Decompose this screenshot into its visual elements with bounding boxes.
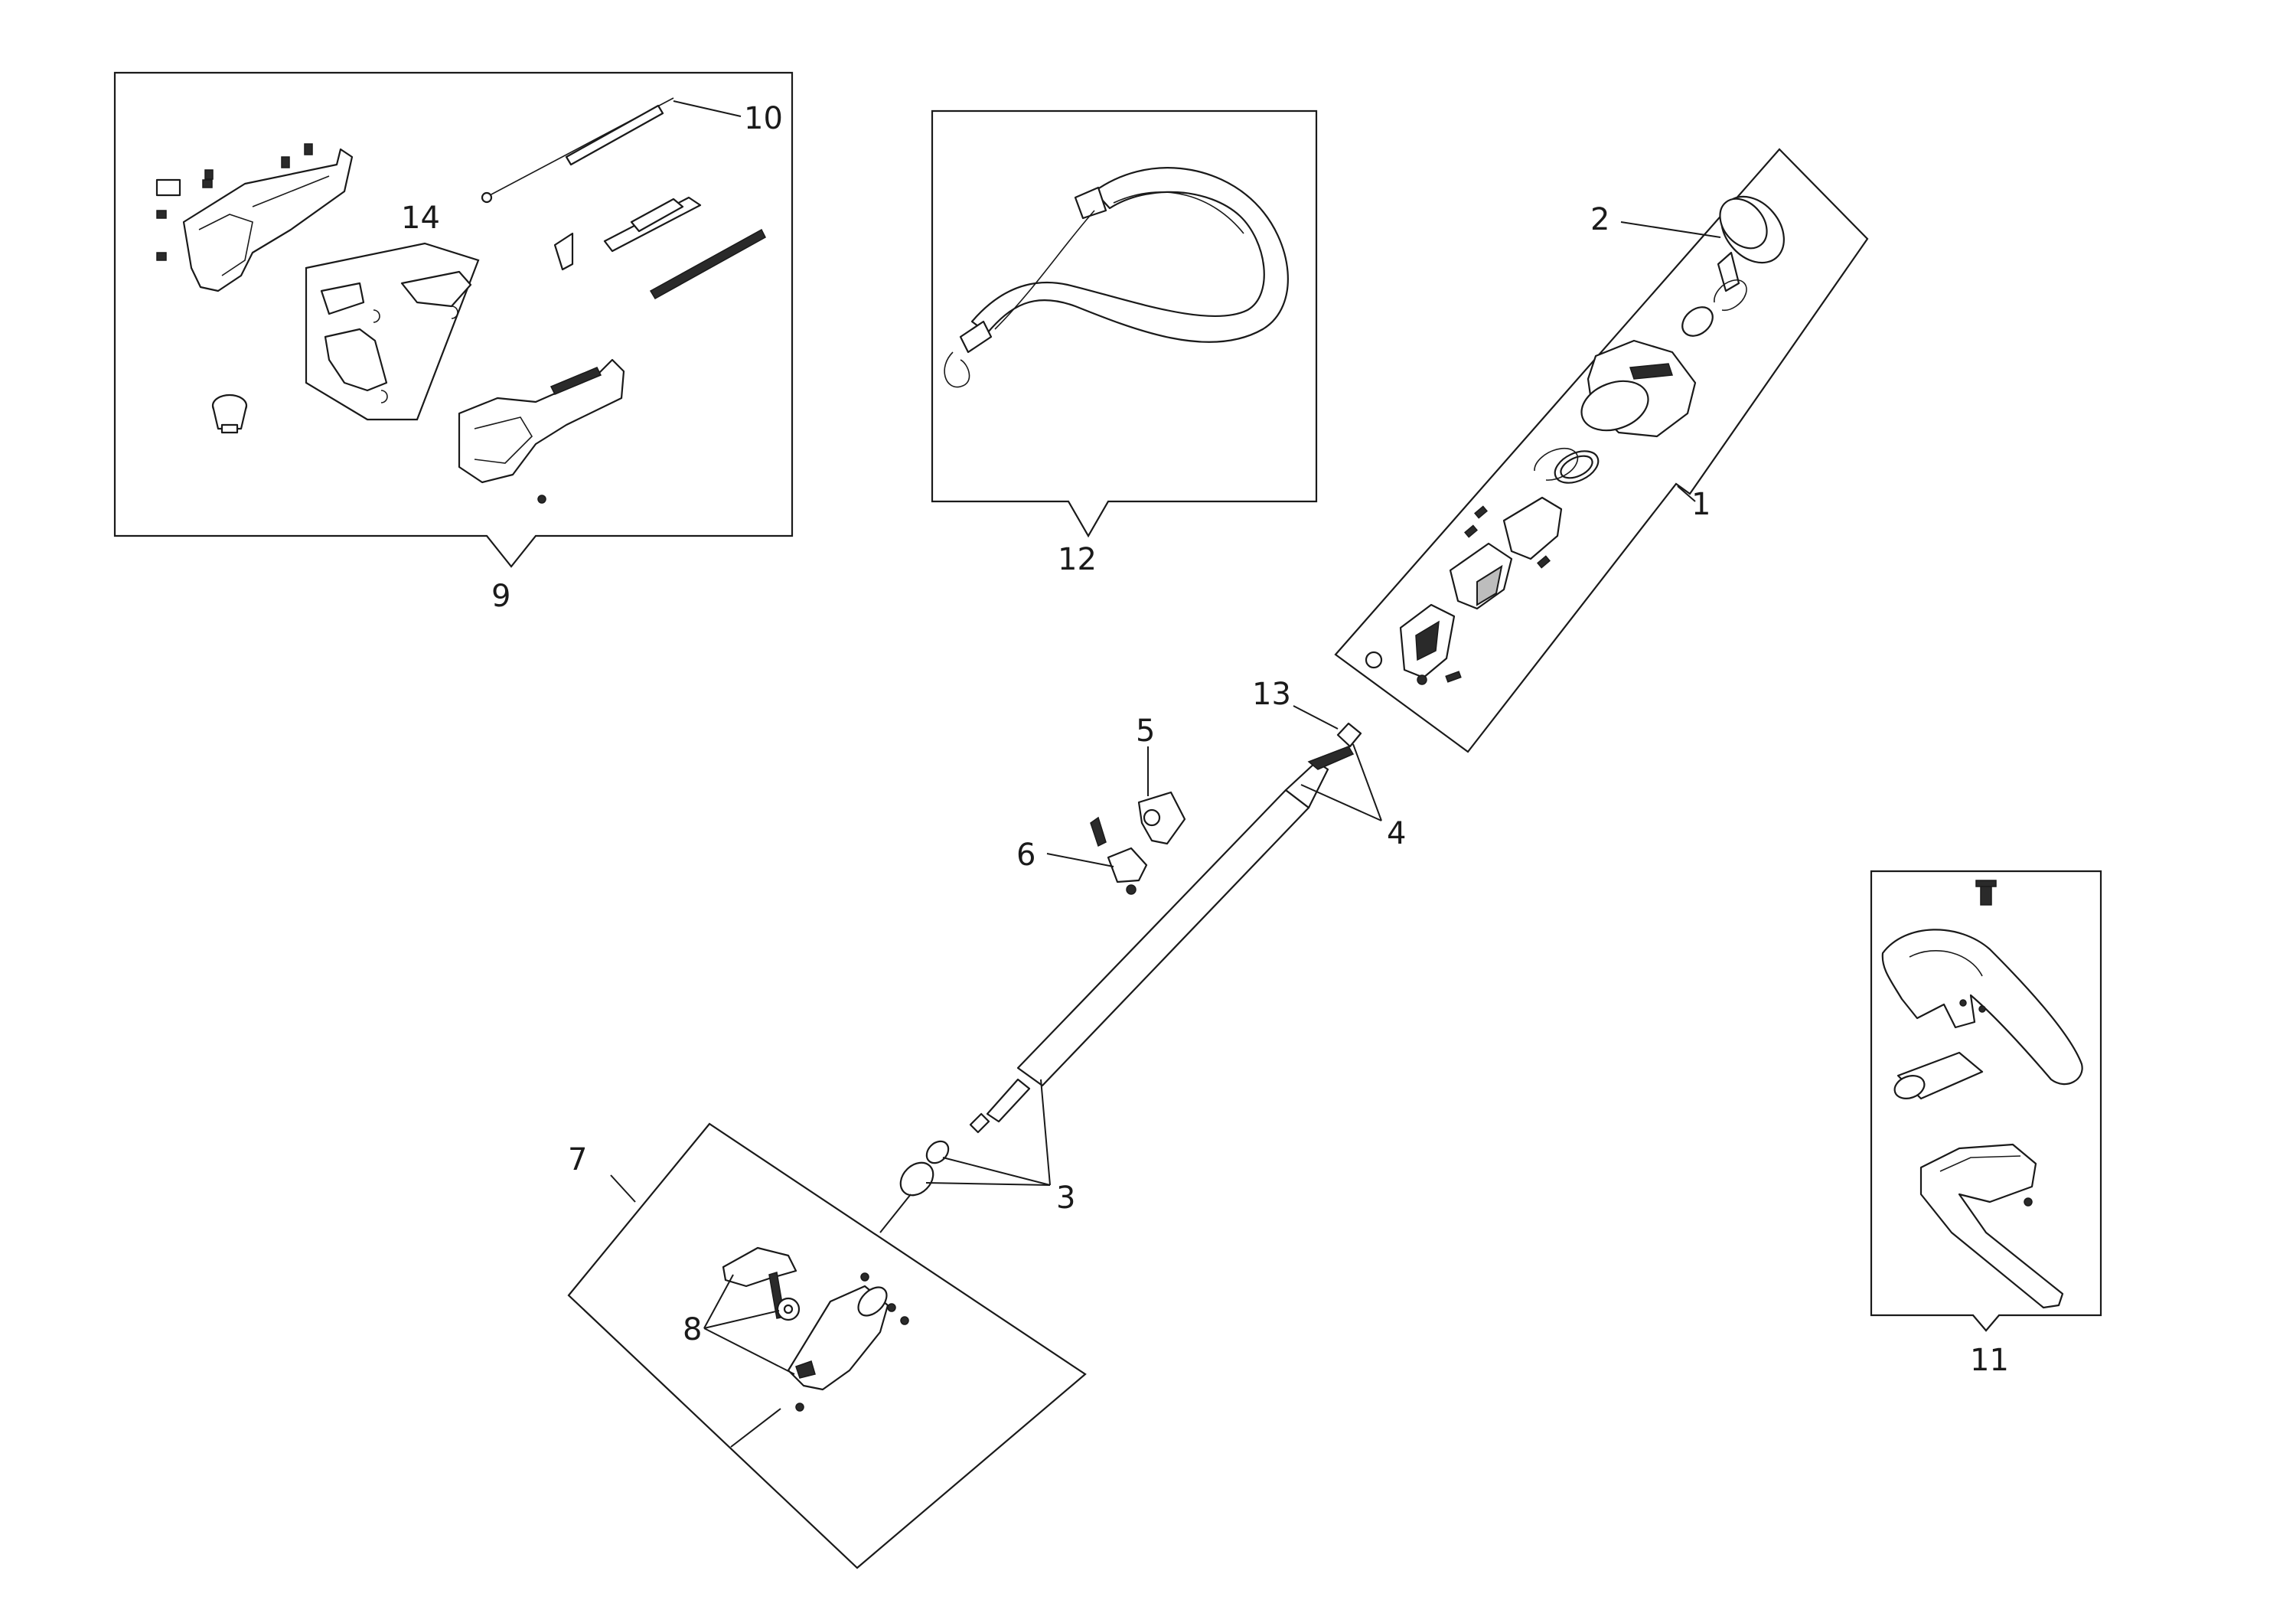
callout-5: 5 — [1136, 714, 1155, 749]
shaft-housing-middle — [1449, 542, 1513, 610]
bearing-rings — [1681, 279, 1747, 337]
callout-8: 8 — [683, 1312, 702, 1347]
group-12-frame — [931, 109, 1318, 538]
callout-10: 10 — [744, 101, 783, 136]
callout-6: 6 — [1016, 838, 1035, 873]
callout-12: 12 — [1058, 542, 1097, 577]
handle-assembly-group: 10 14 9 — [113, 71, 794, 614]
clamp-bracket-5 — [1137, 746, 1186, 845]
washer-13 — [1293, 705, 1362, 748]
group-14-frame — [305, 242, 480, 421]
loop-handle-group: 11 — [1870, 870, 2102, 1378]
snap-rings — [1534, 448, 1600, 484]
group-11-frame — [1870, 870, 2102, 1332]
callout-3-leaders — [925, 1079, 1051, 1186]
drive-cup — [1620, 195, 1785, 292]
wire-harness — [553, 196, 702, 271]
throttle-trigger-parts — [320, 270, 472, 403]
shaft-coupler-group: 7 8 — [567, 1122, 1087, 1569]
clamp-6 — [1046, 816, 1148, 895]
callout-7: 7 — [568, 1142, 587, 1177]
gear-housing — [1580, 339, 1697, 438]
gear-head-group: 1 2 — [1334, 148, 1869, 753]
handle-sleeve — [1893, 1051, 1984, 1100]
shoulder-strap-group: 12 — [931, 109, 1318, 577]
handle-clamp — [211, 394, 248, 434]
throttle-cable — [481, 97, 674, 204]
drive-shaft — [899, 746, 1355, 1197]
callout-3: 3 — [1056, 1181, 1075, 1216]
loop-handle-upper — [1881, 929, 2083, 1086]
shaft-housing-upper — [1464, 496, 1563, 569]
callout-4-leaders — [1300, 743, 1382, 821]
shoulder-strap — [944, 167, 1289, 388]
group-7-frame — [567, 1122, 1087, 1569]
callout-8-leaders — [703, 1274, 795, 1375]
coupler-body — [787, 1272, 909, 1412]
leader-10 — [673, 100, 742, 117]
shaft-housing-lower — [1365, 603, 1462, 685]
callout-9: 9 — [491, 579, 510, 614]
callout-2: 2 — [1590, 202, 1609, 237]
handle-left-half — [155, 143, 354, 292]
loop-handle-lower — [1919, 1143, 2064, 1309]
callout-14: 14 — [401, 201, 440, 236]
group-1-frame — [1334, 148, 1869, 753]
group-9-frame — [113, 71, 794, 568]
callout-4: 4 — [1387, 816, 1406, 851]
knob-bolt — [722, 1246, 801, 1321]
leader-1 — [1677, 485, 1696, 502]
handle-right-half — [458, 358, 625, 504]
callout-11: 11 — [1970, 1343, 2009, 1378]
callout-13: 13 — [1252, 677, 1291, 712]
spring — [649, 228, 766, 300]
screw — [1975, 880, 1997, 906]
callout-1: 1 — [1691, 487, 1711, 522]
